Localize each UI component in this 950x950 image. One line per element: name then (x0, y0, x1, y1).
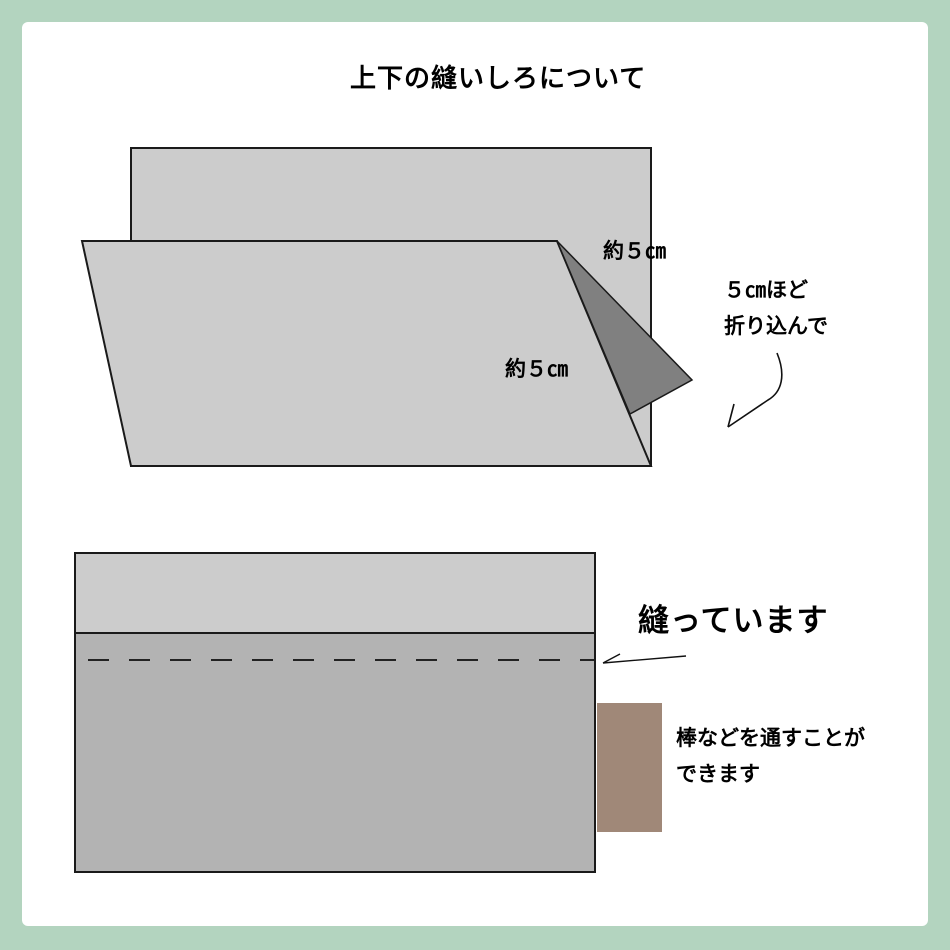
fold-instruction-line-2: 折り込んで (724, 314, 828, 338)
rod-note-line-1: 棒などを通すことが (676, 726, 865, 750)
rod-note: 棒などを通すことが できます (676, 720, 865, 792)
curved-arrow-head-icon (727, 403, 735, 428)
front-fabric-folded (80, 240, 653, 467)
pointer-arrow-icon (602, 653, 687, 664)
side-depth-label: 約５㎝ (505, 357, 568, 381)
fabric-body (74, 632, 596, 873)
bottom-diagram (74, 552, 687, 873)
fold-instruction: ５㎝ほど 折り込んで (724, 272, 828, 344)
page-title: 上下の縫いしろについて (350, 64, 647, 94)
rod-insert (597, 703, 662, 832)
top-diagram (80, 147, 783, 467)
hem-band (74, 552, 596, 634)
folded-flap (556, 240, 694, 416)
sewn-label: 縫っています (638, 603, 829, 639)
fold-instruction-line-1: ５㎝ほど (724, 278, 808, 302)
rod-note-line-2: できます (676, 762, 760, 786)
fold-depth-label: 約５㎝ (603, 239, 666, 263)
curved-arrow-icon (727, 352, 783, 428)
